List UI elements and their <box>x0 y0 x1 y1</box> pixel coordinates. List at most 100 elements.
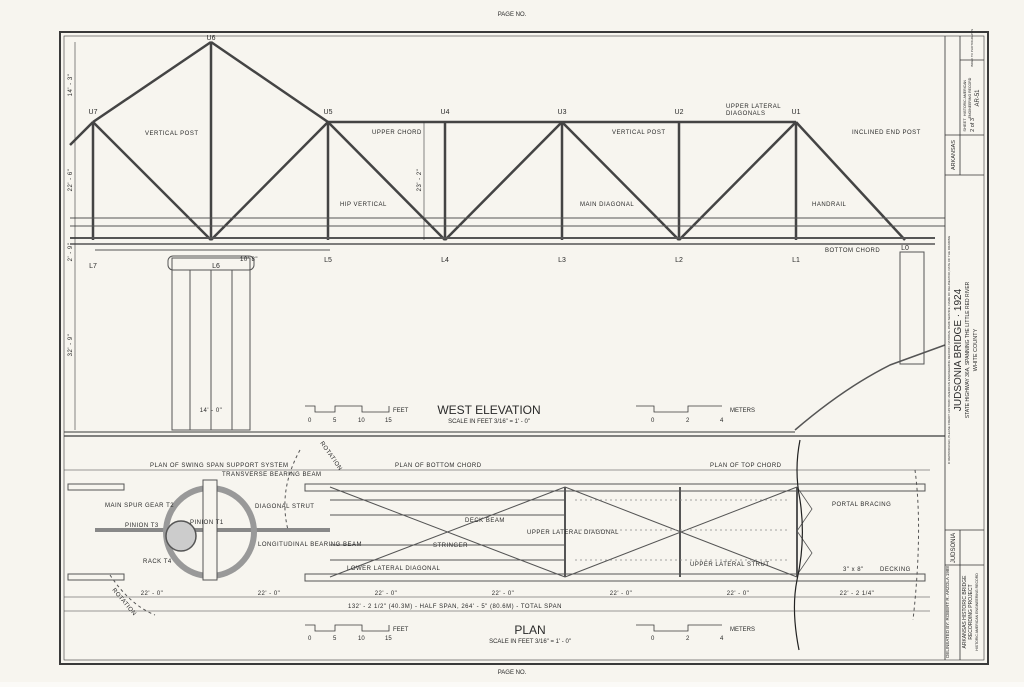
svg-text:METERS: METERS <box>730 408 755 414</box>
plan-dimensions: 22' - 0" 22' - 0" 22' - 0" 22' - 0" 22' … <box>64 591 930 612</box>
svg-text:22' - 0": 22' - 0" <box>492 591 515 597</box>
dim-upper-height: 14' - 3" <box>68 74 74 97</box>
svg-text:22' - 0": 22' - 0" <box>727 591 750 597</box>
label-decking-size: 3" x 8" <box>843 567 864 573</box>
plan-view <box>67 439 926 651</box>
node-l5: L5 <box>324 257 332 264</box>
svg-text:22' - 0": 22' - 0" <box>141 591 164 597</box>
plan-title: PLAN <box>514 623 545 637</box>
svg-text:0: 0 <box>651 418 655 424</box>
node-l7: L7 <box>89 263 97 270</box>
node-l1: L1 <box>792 257 800 264</box>
node-l4: L4 <box>441 257 449 264</box>
label-swing-support: PLAN OF SWING SPAN SUPPORT SYSTEM <box>150 463 289 469</box>
node-u7: U7 <box>89 109 98 116</box>
svg-text:2: 2 <box>686 636 690 642</box>
elevation-title-block: WEST ELEVATION SCALE IN FEET 3/16" = 1' … <box>437 403 540 425</box>
county: WHITE COUNTY <box>973 328 979 371</box>
elevation-scale-bar-meters: METERS 0 2 4 <box>636 405 755 424</box>
node-u1: U1 <box>792 109 801 116</box>
elevation-callouts: VERTICAL POST UPPER CHORD HIP VERTICAL M… <box>145 104 921 254</box>
sheet-inner-border <box>63 35 985 661</box>
svg-text:FEET: FEET <box>393 627 409 633</box>
svg-text:METERS: METERS <box>730 627 755 633</box>
sheet-label: SHEET <box>962 118 967 132</box>
label-main-spur-gear: MAIN SPUR GEAR T2 <box>105 503 174 509</box>
label-bottom-chord: BOTTOM CHORD <box>825 248 880 254</box>
label-pinion-t1: PINION T1 <box>190 520 224 526</box>
label-rotation-top: ROTATION <box>318 441 342 472</box>
label-upper-lateral-strut: UPPER LATERAL STRUT <box>690 562 770 568</box>
upper-node-labels: U7 U6 U5 U4 U3 U2 U1 <box>89 35 801 116</box>
plan-section-labels: PLAN OF SWING SPAN SUPPORT SYSTEM PLAN O… <box>64 463 930 471</box>
svg-text:22' - 0": 22' - 0" <box>258 591 281 597</box>
svg-text:0: 0 <box>651 636 655 642</box>
node-l6: L6 <box>212 263 220 270</box>
record-name-1: HISTORIC AMERICAN <box>963 80 967 116</box>
svg-text:15: 15 <box>385 636 392 642</box>
delineator: DELINEATED BY: ROBERT R. ARZOLA 1988 <box>945 566 950 658</box>
plan-scale: SCALE IN FEET 3/16" = 1' - 0" <box>489 639 571 645</box>
node-u4: U4 <box>441 109 450 116</box>
label-upper-chord: UPPER CHORD <box>372 130 422 136</box>
index-label: INDEX TO PHOTOGRAPHS <box>970 29 974 67</box>
center-pier <box>167 255 255 431</box>
label-vertical-post-right: VERTICAL POST <box>612 130 666 136</box>
label-rack: RACK T4 <box>143 559 172 565</box>
elevation-scale: SCALE IN FEET 3/16" = 1' - 0" <box>448 419 530 425</box>
svg-text:FEET: FEET <box>393 408 409 414</box>
label-hip-vertical: HIP VERTICAL <box>340 202 387 208</box>
svg-text:0: 0 <box>308 636 312 642</box>
label-vertical-post: VERTICAL POST <box>145 131 199 137</box>
svg-text:5: 5 <box>333 418 337 424</box>
label-diagonal-strut: DIAGONAL STRUT <box>255 504 314 510</box>
svg-text:5: 5 <box>333 636 337 642</box>
label-rotation-bottom: ROTATION <box>110 587 137 617</box>
label-pinion-t3: PINION T3 <box>125 523 159 529</box>
node-u5: U5 <box>324 109 333 116</box>
node-l2: L2 <box>675 257 683 264</box>
plan-scale-bar-feet: FEET 0 5 10 15 <box>305 624 409 642</box>
elevation-title: WEST ELEVATION <box>437 403 540 417</box>
label-handrail: HANDRAIL <box>812 202 847 208</box>
plan-scale-bar-meters: METERS 0 2 4 <box>636 624 755 642</box>
sheet-number: 2 of 3 <box>970 118 976 132</box>
location-short: JUDSONIA <box>951 533 957 563</box>
label-lower-lateral-diagonal: LOWER LATERAL DIAGONAL <box>347 566 441 572</box>
svg-text:22' - 0": 22' - 0" <box>375 591 398 597</box>
record-name-2: ENGINEERING RECORD <box>968 77 972 118</box>
label-decking: DECKING <box>880 567 911 573</box>
plan-title-block: PLAN SCALE IN FEET 3/16" = 1' - 0" <box>489 623 571 645</box>
dim-pier-height: 32' - 9" <box>68 334 74 357</box>
total-span: 132' - 2 1/2" (40.3M) - HALF SPAN, 264' … <box>348 604 562 610</box>
west-elevation <box>69 40 906 241</box>
node-u3: U3 <box>558 109 567 116</box>
label-stringer: STRINGER <box>433 543 468 549</box>
svg-text:2: 2 <box>686 418 690 424</box>
bridge-subtitle: STATE HIGHWAY 36A, SPANNING THE LITTLE R… <box>965 281 971 418</box>
svg-text:10: 10 <box>358 636 365 642</box>
elevation-scale-bar-feet: FEET 0 5 10 15 <box>305 405 409 424</box>
page-stamp-top: PAGE NO. <box>498 12 527 18</box>
project-name-2: RECORDING PROJECT <box>968 584 974 639</box>
label-inclined-end-post: INCLINED END POST <box>852 130 921 136</box>
title-block-text: DELINEATED BY: ROBERT R. ARZOLA 1988 ARK… <box>945 29 981 658</box>
svg-text:4: 4 <box>720 418 724 424</box>
project-name-3: HISTORIC AMERICAN ENGINEERING RECORD <box>975 573 979 651</box>
title-block <box>944 36 984 660</box>
deck-and-handrail <box>70 217 945 251</box>
label-upper-lateral: UPPER LATERAL <box>726 104 781 110</box>
state: ARKANSAS <box>951 140 957 170</box>
label-upper-lateral-diagonal: UPPER LATERAL DIAGONAL <box>527 530 619 536</box>
svg-text:10: 10 <box>358 418 365 424</box>
label-main-diagonal: MAIN DIAGONAL <box>580 202 634 208</box>
svg-text:4: 4 <box>720 636 724 642</box>
dim-inner-height: 23' - 2" <box>417 169 423 192</box>
end-pier <box>794 251 946 431</box>
node-u2: U2 <box>675 109 684 116</box>
bridge-title: JUDSONIA BRIDGE · 1924 <box>953 288 964 411</box>
label-deck-beam: DECK BEAM <box>465 518 505 524</box>
label-portal-bracing: PORTAL BRACING <box>832 502 891 508</box>
